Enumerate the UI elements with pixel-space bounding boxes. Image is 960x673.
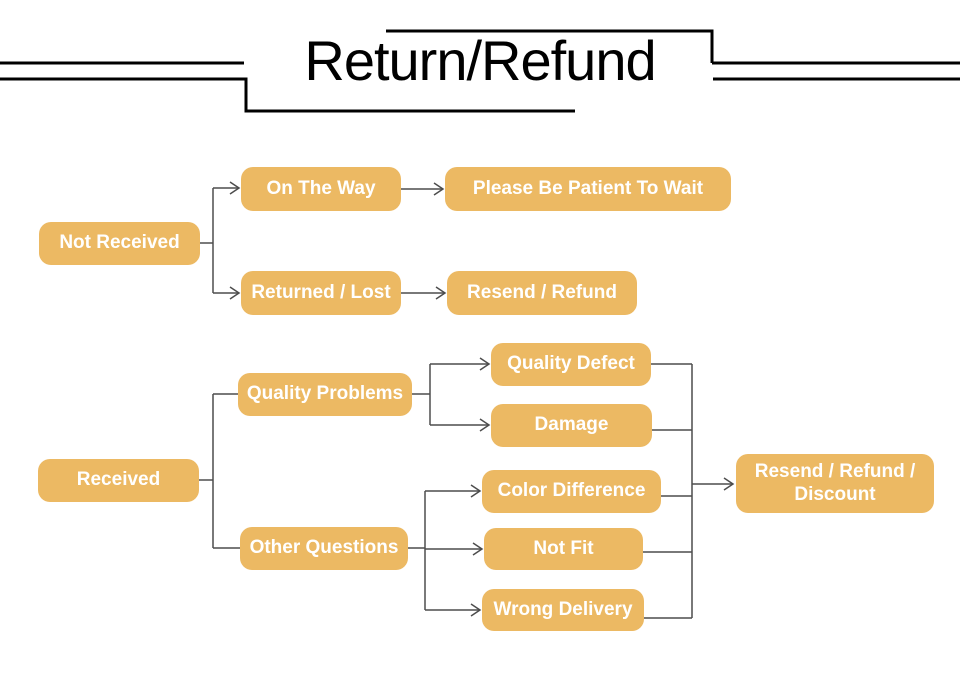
node-label: Please Be Patient To Wait [472, 177, 704, 199]
node-label: Resend / Refund [467, 281, 617, 303]
node-please-be-patient: Please Be Patient To Wait [445, 167, 731, 211]
node-label: Other Questions [249, 537, 399, 559]
node-label: Quality Problems [246, 383, 404, 405]
node-damage: Damage [491, 404, 652, 447]
node-label: Not Fit [533, 537, 594, 559]
node-resend-refund-discount: Resend / Refund / Discount [736, 454, 934, 513]
node-on-the-way: On The Way [241, 167, 401, 211]
node-label: Wrong Delivery [493, 598, 633, 620]
node-color-difference: Color Difference [482, 470, 661, 513]
node-label: Damage [534, 414, 609, 436]
node-quality-problems: Quality Problems [238, 373, 412, 416]
node-label: On The Way [266, 177, 376, 199]
page-title: Return/Refund [304, 29, 656, 92]
node-label: Received [76, 469, 161, 491]
node-label: Color Difference [497, 480, 646, 502]
node-quality-defect: Quality Defect [491, 343, 651, 386]
node-label: Returned / Lost [251, 281, 391, 303]
node-label: Resend / Refund / Discount [754, 461, 916, 505]
node-resend-refund: Resend / Refund [447, 271, 637, 315]
node-received: Received [38, 459, 199, 502]
node-not-received: Not Received [39, 222, 200, 265]
node-not-fit: Not Fit [484, 528, 643, 570]
node-returned-lost: Returned / Lost [241, 271, 401, 315]
node-other-questions: Other Questions [240, 527, 408, 570]
node-label: Not Received [59, 232, 180, 254]
node-label: Quality Defect [507, 353, 635, 375]
node-wrong-delivery: Wrong Delivery [482, 589, 644, 631]
